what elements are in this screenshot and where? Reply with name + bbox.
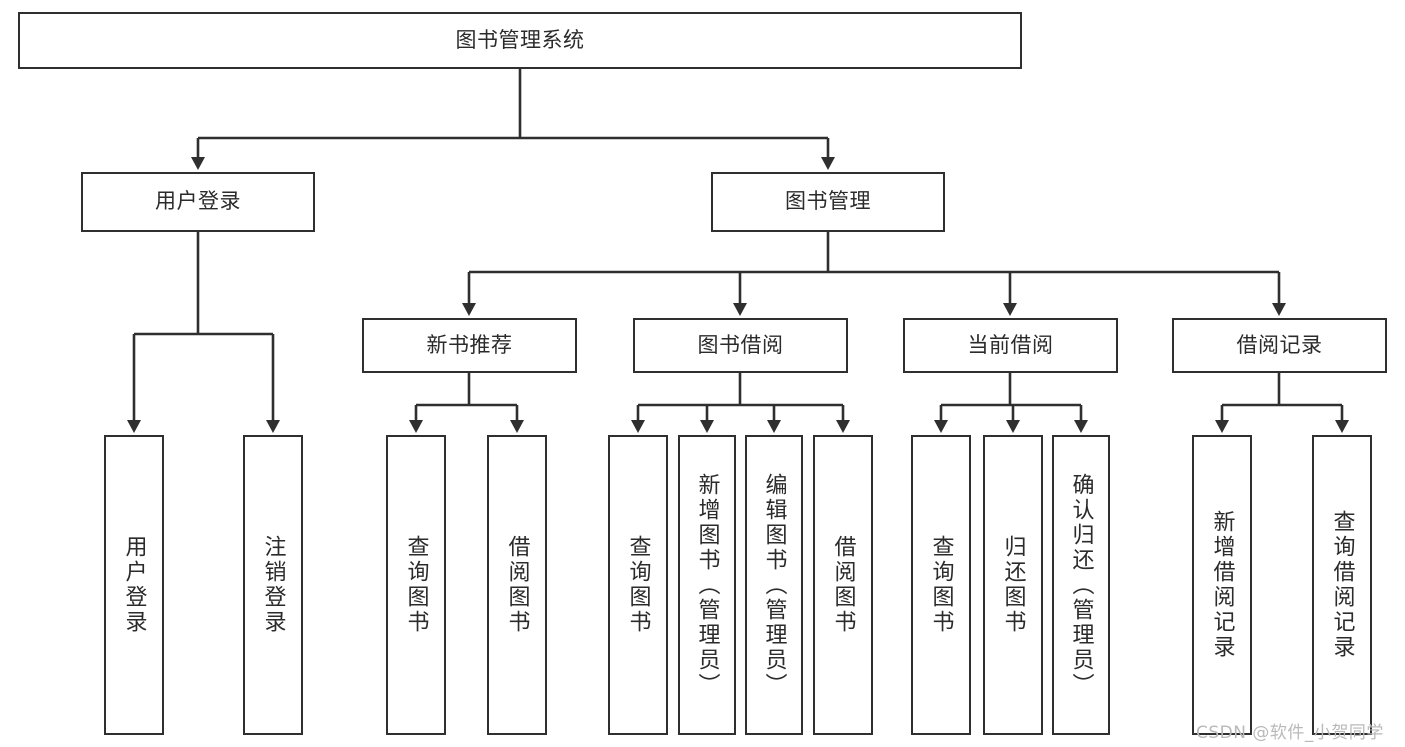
- node-current-borrow-label: 当前借阅: [967, 332, 1054, 357]
- node-leaf-borrow-book-1-label: 借阅图书: [504, 535, 530, 635]
- node-leaf-add-borrow-record-label: 新增借阅记录: [1209, 510, 1235, 660]
- node-leaf-query-book-2[interactable]: 查询图书: [608, 435, 668, 735]
- node-root-label: 图书管理系统: [455, 27, 585, 52]
- node-leaf-query-book-2-label: 查询图书: [625, 535, 651, 635]
- node-leaf-user-logout[interactable]: 注销登录: [243, 435, 303, 735]
- node-leaf-query-book-3-label: 查询图书: [928, 535, 954, 635]
- node-leaf-add-borrow-record[interactable]: 新增借阅记录: [1192, 435, 1252, 735]
- node-book-borrow[interactable]: 图书借阅: [633, 318, 848, 373]
- node-leaf-edit-book-admin[interactable]: 编辑图书（管理员）: [745, 435, 803, 735]
- node-borrow-record[interactable]: 借阅记录: [1172, 318, 1387, 373]
- node-user-login[interactable]: 用户登录: [81, 172, 315, 232]
- node-leaf-user-login[interactable]: 用户登录: [104, 435, 164, 735]
- node-new-book-rec[interactable]: 新书推荐: [362, 318, 577, 373]
- node-leaf-borrow-book-1[interactable]: 借阅图书: [487, 435, 547, 735]
- node-leaf-borrow-book-2-label: 借阅图书: [830, 535, 856, 635]
- node-current-borrow[interactable]: 当前借阅: [903, 318, 1118, 373]
- node-book-borrow-label: 图书借阅: [697, 332, 784, 357]
- node-leaf-query-book-3[interactable]: 查询图书: [911, 435, 971, 735]
- node-leaf-query-book-1[interactable]: 查询图书: [386, 435, 446, 735]
- node-book-manage-label: 图书管理: [785, 189, 871, 214]
- node-leaf-return-book[interactable]: 归还图书: [983, 435, 1043, 735]
- node-leaf-query-book-1-label: 查询图书: [403, 535, 429, 635]
- csdn-watermark: CSDN @软件_小贺同学: [1196, 723, 1384, 743]
- node-leaf-confirm-return-admin-label: 确认归还（管理员）: [1068, 472, 1094, 698]
- node-leaf-add-book-admin-label: 新增图书（管理员）: [694, 472, 720, 698]
- node-leaf-borrow-book-2[interactable]: 借阅图书: [813, 435, 873, 735]
- node-leaf-add-book-admin[interactable]: 新增图书（管理员）: [678, 435, 736, 735]
- node-leaf-query-borrow-record-label: 查询借阅记录: [1329, 510, 1355, 660]
- node-user-login-label: 用户登录: [155, 189, 241, 214]
- node-leaf-user-login-label: 用户登录: [121, 535, 147, 635]
- node-new-book-rec-label: 新书推荐: [426, 332, 513, 357]
- node-leaf-edit-book-admin-label: 编辑图书（管理员）: [761, 472, 787, 698]
- node-root[interactable]: 图书管理系统: [18, 12, 1022, 69]
- node-leaf-user-logout-label: 注销登录: [260, 535, 286, 635]
- node-leaf-query-borrow-record[interactable]: 查询借阅记录: [1312, 435, 1372, 735]
- node-book-manage[interactable]: 图书管理: [711, 172, 945, 232]
- node-leaf-return-book-label: 归还图书: [1000, 535, 1026, 635]
- node-borrow-record-label: 借阅记录: [1236, 332, 1323, 357]
- node-leaf-confirm-return-admin[interactable]: 确认归还（管理员）: [1052, 435, 1110, 735]
